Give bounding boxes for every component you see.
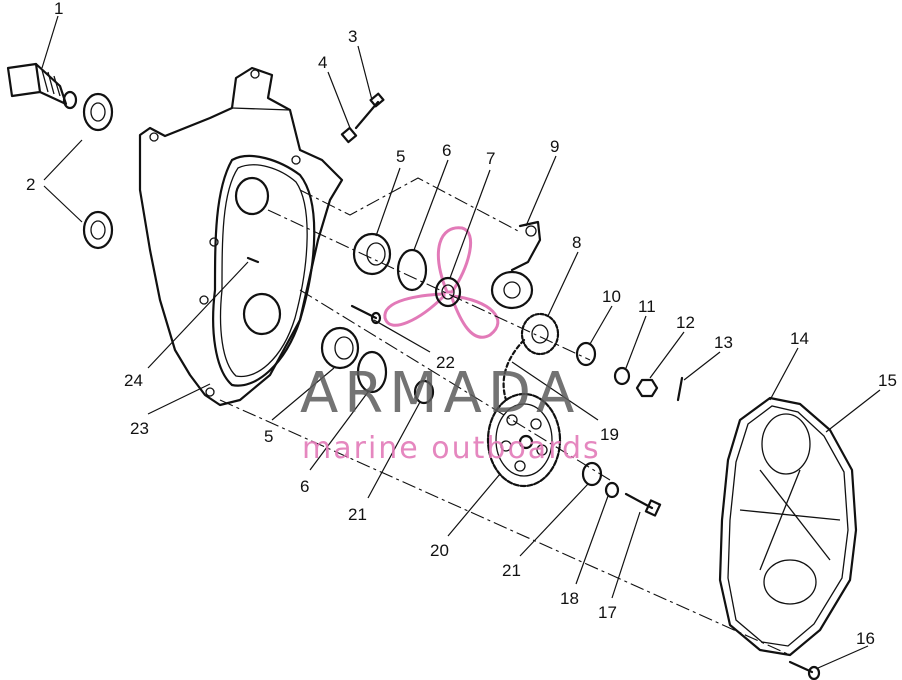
callout-13: 13 [714, 333, 733, 352]
tensioner-arm [490, 220, 542, 310]
callout-labels: 1 2 3 4 5 6 7 8 9 10 11 12 13 14 15 5 6 … [26, 0, 897, 648]
sprocket-large [486, 392, 562, 488]
washer-18 [604, 481, 620, 499]
bearing-upper [352, 232, 392, 276]
callout-3: 3 [348, 27, 357, 46]
callout-4: 4 [318, 53, 327, 72]
callout-22: 22 [436, 353, 455, 372]
callout-7: 7 [486, 149, 495, 168]
chaincase-housing [138, 66, 344, 407]
alignment-line-bottom [219, 399, 791, 656]
seal-upper [82, 92, 114, 132]
screw-16 [788, 660, 821, 680]
callout-6-lower: 6 [300, 477, 309, 496]
bushing-7 [434, 276, 462, 308]
callout-24: 24 [124, 371, 143, 390]
alignment-line-upper [267, 209, 591, 361]
nut-12 [635, 378, 659, 398]
callout-8: 8 [572, 233, 581, 252]
pin-22 [350, 304, 382, 325]
callout-19: 19 [600, 425, 619, 444]
drive-chain [502, 338, 526, 402]
callout-23: 23 [130, 419, 149, 438]
washer-21-left [413, 379, 435, 405]
dowel-24 [246, 256, 260, 264]
alignment-line-lower [299, 289, 611, 481]
callout-11: 11 [638, 297, 656, 316]
watermark-propeller-icon [383, 226, 500, 339]
callout-16: 16 [856, 629, 875, 648]
bearing-lower [320, 326, 360, 370]
callout-12: 12 [676, 313, 695, 332]
callout-17: 17 [598, 603, 617, 622]
alignment-line-top [299, 177, 521, 233]
callout-10: 10 [602, 287, 621, 306]
o-ring-upper [396, 248, 428, 292]
callout-5-lower: 5 [264, 427, 273, 446]
washer-11 [613, 366, 631, 386]
callout-14: 14 [790, 329, 809, 348]
cotter-pin-13 [676, 376, 684, 402]
watermark-subtitle: marine outboards [302, 431, 601, 466]
callout-15: 15 [878, 371, 897, 390]
callout-18: 18 [560, 589, 579, 608]
nut-4 [340, 126, 358, 144]
seal-lower [82, 210, 114, 250]
bolt-17 [624, 492, 662, 517]
bolt-3 [354, 92, 385, 130]
washer-21-right [581, 461, 603, 487]
callout-21-left: 21 [348, 505, 367, 524]
callout-1: 1 [54, 0, 63, 18]
callout-6-upper: 6 [442, 141, 451, 160]
watermark-title: ARMADA [300, 361, 580, 426]
sprocket-small [520, 312, 560, 356]
o-ring-lower [356, 350, 388, 394]
callout-9: 9 [550, 137, 559, 156]
leader-lines [41, 15, 881, 669]
drive-shaft [6, 62, 78, 110]
callout-20: 20 [430, 541, 449, 560]
callout-2: 2 [26, 175, 35, 194]
callout-5-upper: 5 [396, 147, 405, 166]
washer-10 [575, 341, 597, 367]
callout-21-right: 21 [502, 561, 521, 580]
chaincase-cover [718, 396, 858, 657]
